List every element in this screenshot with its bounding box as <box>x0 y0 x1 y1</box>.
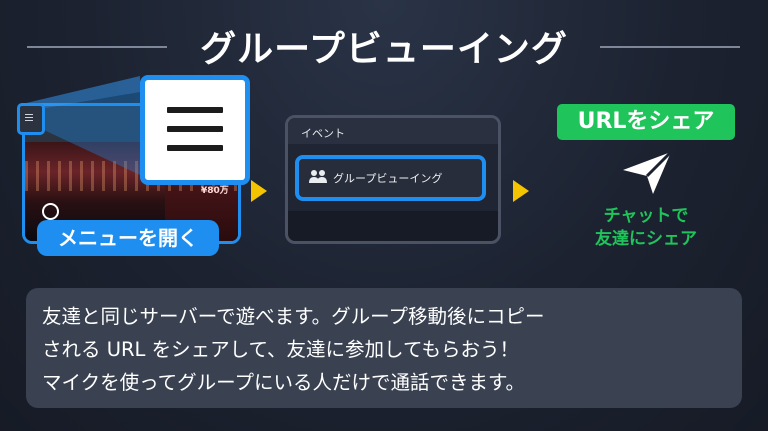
stream-price-text: ¥80万 <box>201 186 229 196</box>
record-circle-icon <box>42 203 59 220</box>
title-divider-left <box>27 46 167 48</box>
description-line3: マイクを使ってグループにいる人だけで通話できます。 <box>42 371 526 394</box>
arrow-right-icon <box>251 180 267 202</box>
send-icon <box>623 150 673 194</box>
people-icon <box>309 170 327 183</box>
description-line2: される URL をシェアして、友達に参加してもらおう！ <box>42 338 519 361</box>
description-box: 友達と同じサーバーで遊べます。グループ移動後にコピー される URL をシェアし… <box>26 288 742 408</box>
event-section-label: イベント <box>301 127 345 140</box>
open-menu-button[interactable]: メニューを開く <box>37 220 219 256</box>
event-panel-footer <box>288 211 498 241</box>
description-line1: 友達と同じサーバーで遊べます。グループ移動後にコピー <box>42 305 545 328</box>
arrow-right-icon <box>513 180 529 202</box>
mini-menu-icon[interactable] <box>17 103 45 135</box>
share-caption: チャットで 友達にシェア <box>570 205 722 251</box>
menu-hamburger-icon[interactable] <box>140 75 250 185</box>
event-panel-header: イベント <box>288 118 498 144</box>
menu-item-label: グループビューイング <box>333 172 443 185</box>
event-panel: イベント グループビューイング <box>285 115 501 244</box>
group-viewing-menu-item[interactable]: グループビューイング <box>295 155 486 201</box>
title-divider-right <box>600 46 740 48</box>
page-title: グループビューイング <box>200 29 568 70</box>
share-caption-line2: 友達にシェア <box>595 229 697 249</box>
share-caption-line1: チャットで <box>603 206 689 226</box>
share-url-badge: URLをシェア <box>557 104 735 140</box>
